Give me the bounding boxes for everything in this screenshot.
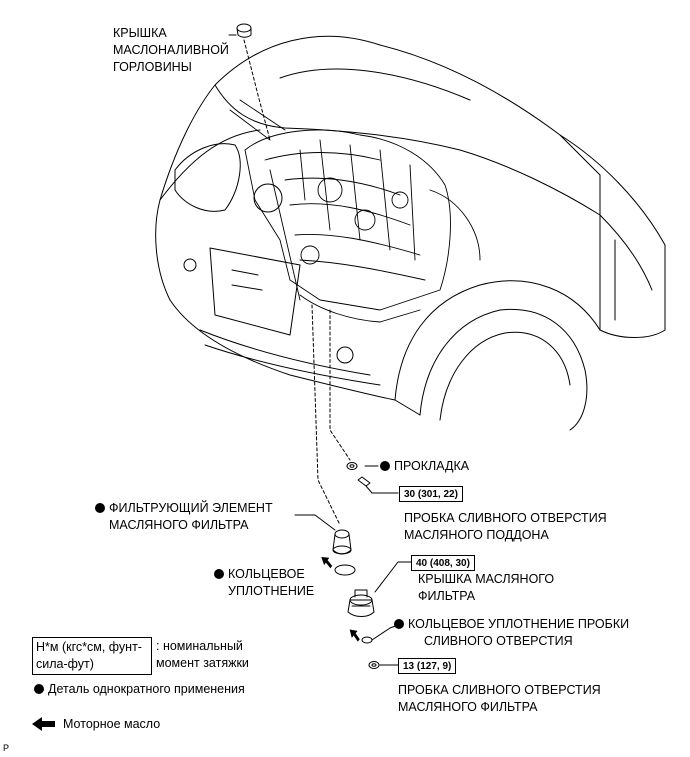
non-reusable-dot-icon [34, 684, 44, 694]
non-reusable-dot-icon [394, 619, 404, 629]
legend-torque-unit-box: Н*м (кгс*см, фунт-сила-фут) [32, 637, 152, 675]
non-reusable-dot-icon [380, 461, 390, 471]
oil-filter-cap-part [347, 589, 375, 617]
legend-oil-arrow [32, 717, 55, 731]
corner-mark: P [3, 743, 10, 753]
label-o-ring: КОЛЬЦЕВОЕ УПЛОТНЕНИЕ [214, 566, 314, 600]
non-reusable-dot-icon [95, 503, 105, 513]
legend-torque-description: : номинальный момент затяжки [156, 639, 249, 670]
oil-filler-cap-part [236, 23, 252, 38]
oil-filter-element-part [332, 529, 352, 555]
engine-illustration [229, 99, 481, 323]
torque-drain-plug-pan: 30 (301, 22) [399, 486, 463, 502]
label-oil-filter-cap: КРЫШКА МАСЛЯНОГО ФИЛЬТРА [418, 572, 555, 603]
car-illustration [155, 35, 666, 431]
oil-arrow-drain-o-ring [349, 629, 360, 642]
label-oil-filter-element: ФИЛЬТРУЮЩИЙ ЭЛЕМЕНТ МАСЛЯНОГО ФИЛЬТРА [95, 500, 273, 534]
label-drain-plug-o-ring: КОЛЬЦЕВОЕ УПЛОТНЕНИЕ ПРОБКИ СЛИВНОГО ОТВ… [394, 616, 629, 650]
label-oil-filler-cap: КРЫШКА МАСЛОНАЛИВНОЙ ГОРЛОВИНЫ [113, 26, 229, 74]
torque-drain-plug-filter: 13 (127, 9) [398, 658, 457, 674]
legend-non-reusable: Деталь однократного применения [34, 681, 245, 698]
non-reusable-dot-icon [214, 569, 224, 579]
label-gasket: ПРОКЛАДКА [380, 458, 469, 475]
torque-filter-cap: 40 (408, 30) [411, 555, 475, 571]
engine-oil-arrows [32, 556, 360, 731]
label-drain-plug-pan: ПРОБКА СЛИВНОГО ОТВЕРСТИЯ МАСЛЯНОГО ПОДД… [404, 511, 607, 542]
legend-engine-oil: Моторное масло [63, 717, 161, 731]
label-drain-plug-filter: ПРОБКА СЛИВНОГО ОТВЕРСТИЯ МАСЛЯНОГО ФИЛЬ… [398, 683, 601, 714]
oil-arrow-o-ring [321, 556, 333, 569]
